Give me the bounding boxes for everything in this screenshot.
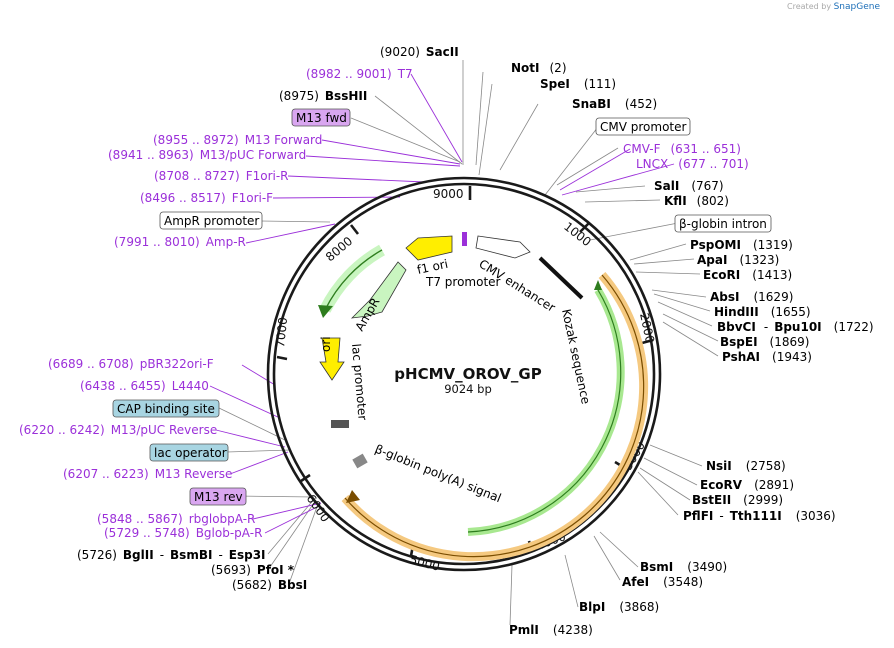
primer-l4440: (6438 .. 6455)L4440 — [80, 379, 209, 393]
polya-signal-block — [352, 453, 368, 469]
feature-m13rev: M13 rev — [194, 490, 243, 504]
tick-label: 9000 — [433, 187, 464, 201]
primer-bglob-pa-r: (5729 .. 5748)Bglob-pA-R — [104, 526, 262, 540]
feature-ori: ori — [319, 336, 333, 352]
leader-lines — [218, 60, 719, 626]
site-bsshii: (8975)BssHII — [279, 89, 367, 103]
site-bspei: BspEI(1869) — [720, 335, 809, 349]
snapgene-logo: SnapGene — [833, 2, 880, 12]
site-snabi: SnaBI(452) — [572, 97, 657, 111]
feature-box-lac-operator — [149, 443, 229, 462]
feature-box-m13fwd — [291, 108, 351, 127]
site-afei: AfeI(3548) — [622, 575, 703, 589]
site-sacii: (9020)SacII — [380, 45, 459, 59]
feature-lac-operator: lac operator — [154, 446, 227, 460]
feature-cap-binding-site: CAP binding site — [117, 402, 215, 416]
site-pflfi-tth111i: PflFI-Tth111I(3036) — [683, 509, 836, 523]
backbone-outer — [266, 176, 662, 572]
primer-f1ori-f: (8496 .. 8517)F1ori-F — [140, 191, 273, 205]
site-blpi: BlpI(3868) — [579, 600, 659, 614]
site-bglii-bsmbi-esp3i: (5726)BglII-BsmBI-Esp3I — [77, 548, 266, 562]
site-bsmi: BsmI(3490) — [640, 560, 727, 574]
orf-arc-outer-core — [344, 274, 645, 558]
feature-box-m13rev — [189, 487, 247, 506]
primer-lncx: LNCX(677 .. 701) — [636, 157, 749, 171]
site-sali: SalI(767) — [654, 179, 724, 193]
primer-m13-reverse: (6207 .. 6223)M13 Reverse — [63, 467, 232, 481]
ampr-core — [324, 249, 383, 311]
site-pfoi: (5693)PfoI * — [211, 563, 295, 577]
backbone-inner — [272, 182, 656, 566]
feature-kozak: Kozak sequence — [559, 308, 593, 406]
site-pspomi: PspOMI(1319) — [690, 238, 793, 252]
site-absi: AbsI(1629) — [710, 290, 793, 304]
cmv-enhancer-arrow — [475, 235, 531, 259]
tick-label: 2000 — [637, 312, 657, 345]
t7-promoter-block — [462, 232, 467, 246]
primer-m13puc-forward: (8941 .. 8963)M13/pUC Forward — [108, 148, 306, 162]
feature-box-cap — [112, 399, 220, 418]
feature-lac-promoter: lac promoter — [349, 343, 370, 421]
primer-f1ori-r: (8708 .. 8727)F1ori-R — [154, 169, 289, 183]
primer-amp-r: (7991 .. 8010)Amp-R — [114, 235, 246, 249]
feature-ampr-promoter: AmpR promoter — [164, 214, 259, 228]
site-noti: NotI(2) — [511, 61, 567, 75]
orf-arc-inner-core — [467, 289, 622, 533]
feature-f1ori: f1 ori — [416, 257, 450, 277]
primer-leaders — [209, 73, 675, 534]
ori-arrow — [319, 337, 345, 381]
site-nsii: NsiI(2758) — [706, 459, 786, 473]
lac-block — [331, 420, 349, 428]
site-bbsi: (5682)BbsI — [232, 578, 307, 592]
site-hindiii: HindIII(1655) — [714, 305, 811, 319]
primer-rbglobpa-r: (5848 .. 5867)rbglobpA-R — [97, 512, 255, 526]
site-bsteii: BstEII(2999) — [692, 493, 783, 507]
ampr-arrowhead — [318, 305, 333, 318]
orf-arc-outer — [341, 272, 649, 562]
orf-arrowhead — [346, 490, 360, 503]
site-ecorv: EcoRV(2891) — [700, 478, 794, 492]
cmv-promoter-arc — [538, 256, 584, 300]
feature-bglobin-intron: β-globin intron — [679, 217, 767, 231]
snapgene-credit: Created by SnapGene — [787, 2, 880, 12]
primer-t7: (8982 .. 9001)T7 — [306, 67, 413, 81]
ampr-promoter-arrow — [350, 261, 407, 319]
feature-t7-promoter: T7 promoter — [425, 275, 501, 289]
site-ecori: EcoRI(1413) — [703, 268, 792, 282]
orf-arrowhead — [594, 280, 602, 290]
plasmid-name: pHCMV_OROV_GP — [394, 365, 541, 383]
feature-box-bglobin-intron — [674, 214, 772, 233]
site-kfli: KflI(802) — [664, 194, 729, 208]
feature-box-ampr-promoter — [159, 211, 263, 230]
f1ori-arrow — [405, 235, 453, 261]
feature-box-cmv-promoter — [595, 117, 691, 136]
primer-m13-forward: (8955 .. 8972)M13 Forward — [153, 133, 322, 147]
primer-cmv-f: CMV-F(631 .. 651) — [623, 142, 741, 156]
tick-label: 7000 — [273, 316, 290, 348]
site-pshai: PshAI(1943) — [722, 350, 812, 364]
feature-m13fwd: M13 fwd — [296, 111, 347, 125]
primer-pbr322ori-f: (6689 .. 6708)pBR322ori-F — [48, 357, 214, 371]
site-apai: ApaI(1323) — [697, 253, 779, 267]
feature-polya-signal: β-globin poly(A) signal — [373, 442, 503, 506]
tick-label: 8000 — [323, 234, 355, 264]
plasmid-size: 9024 bp — [444, 382, 492, 396]
site-spei: SpeI(111) — [540, 77, 616, 91]
site-pmli: PmlI(4238) — [509, 623, 593, 637]
primer-m13puc-reverse: (6220 .. 6242)M13/pUC Reverse — [19, 423, 217, 437]
feature-cmv-promoter: CMV promoter — [600, 120, 687, 134]
site-bbvci-bpu10i: BbvCI-Bpu10I(1722) — [717, 320, 874, 334]
